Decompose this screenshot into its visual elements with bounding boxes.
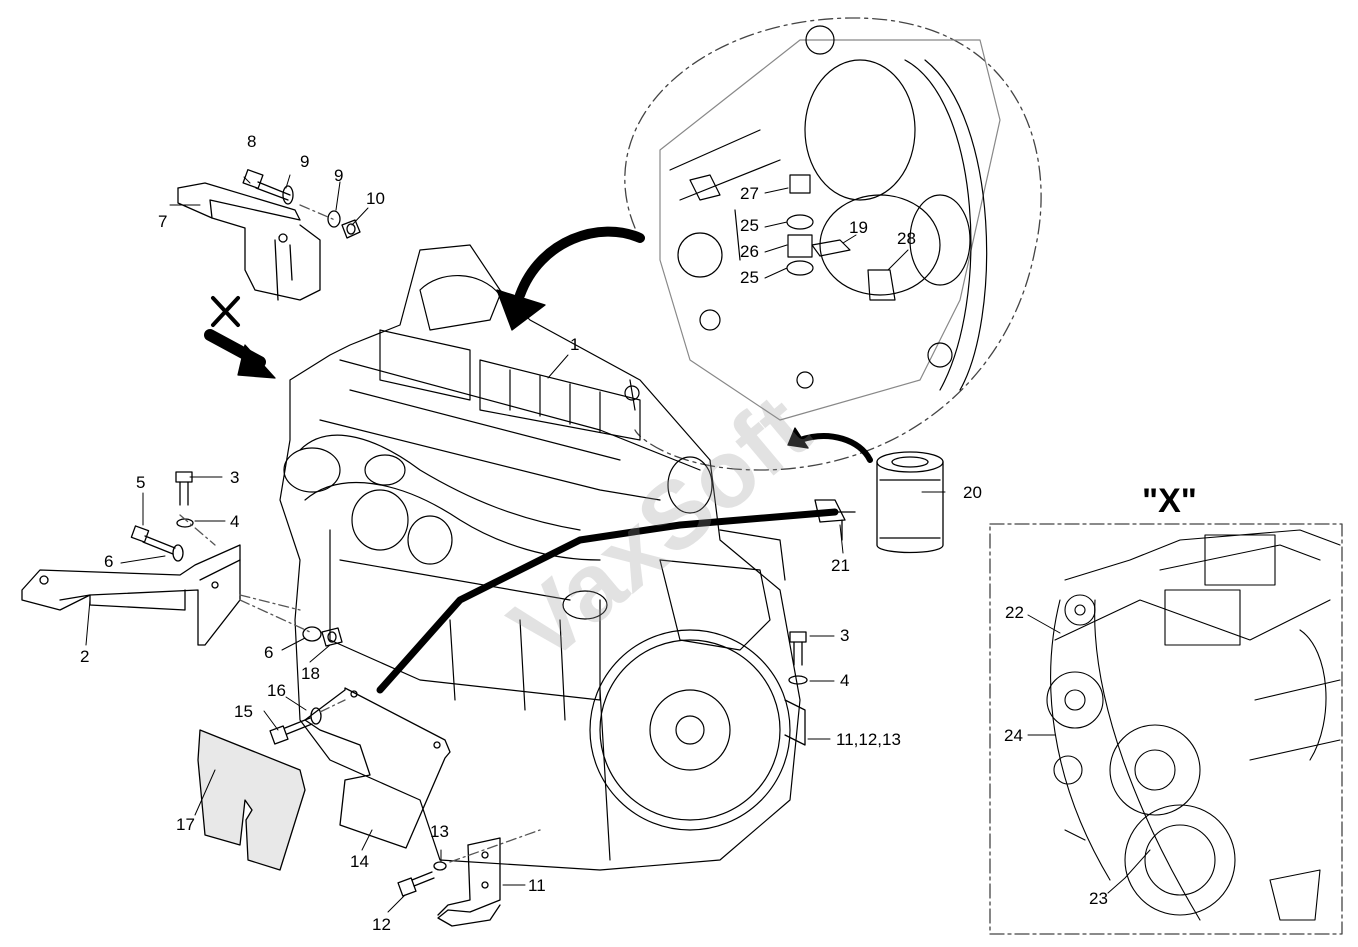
callout-26: 26 (740, 242, 759, 261)
callout-15: 15 (234, 702, 253, 721)
callout-7: 7 (158, 212, 168, 231)
callout-4-right: 4 (840, 671, 850, 690)
bracket-7 (177, 182, 321, 301)
callout-25-top: 25 (740, 216, 759, 235)
callout-8: 8 (247, 132, 257, 151)
callout-3-left: 3 (230, 468, 240, 487)
filter-arrow (797, 433, 873, 463)
callout-16: 16 (267, 681, 286, 700)
callout-5: 5 (136, 473, 146, 492)
bolt-12 (397, 861, 447, 897)
detail-circle (624, 17, 1042, 471)
callout-1: 1 (570, 335, 580, 354)
engine-block (279, 244, 801, 871)
callout-20: 20 (963, 483, 982, 502)
callout-6-left: 6 (104, 552, 114, 571)
insulation-17 (197, 729, 306, 871)
callout-14: 14 (350, 852, 369, 871)
sensor-21 (814, 499, 856, 541)
callout-3-right: 3 (840, 626, 850, 645)
callout-25-bottom: 25 (740, 268, 759, 287)
callout-18: 18 (301, 664, 320, 683)
view-label: "X" (1142, 482, 1197, 520)
bolt-3-right (784, 631, 808, 746)
bracket-11 (437, 837, 501, 927)
callout-13: 13 (430, 822, 449, 841)
leader-lines (85, 174, 1151, 913)
view-x-engine (1046, 529, 1341, 921)
callout-4-left: 4 (230, 512, 240, 531)
callout-6-mid: 6 (264, 643, 274, 662)
callout-12: 12 (372, 915, 391, 934)
callout-10: 10 (366, 189, 385, 208)
callout-24: 24 (1004, 726, 1023, 745)
callout-22: 22 (1005, 603, 1024, 622)
callout-9-b: 9 (334, 166, 344, 185)
view-x-box (989, 523, 1343, 935)
callout-28: 28 (897, 229, 916, 248)
callout-9-a: 9 (300, 152, 310, 171)
oil-filter (876, 451, 944, 554)
callout-2: 2 (80, 647, 90, 666)
callout-19: 19 (849, 218, 868, 237)
callout-23: 23 (1089, 889, 1108, 908)
callout-11: 11 (528, 876, 546, 895)
callout-21: 21 (831, 556, 850, 575)
bolt-8 (242, 169, 361, 239)
sensor-line-21 (376, 508, 839, 694)
callout-11-12-13: 11,12,13 (836, 730, 901, 749)
callout-17: 17 (176, 815, 195, 834)
curved-arrow (515, 226, 645, 300)
callout-27: 27 (740, 184, 759, 203)
detail-engine-parts (659, 25, 1001, 421)
bracket-2 (21, 544, 241, 646)
bolt-5 (130, 525, 184, 562)
